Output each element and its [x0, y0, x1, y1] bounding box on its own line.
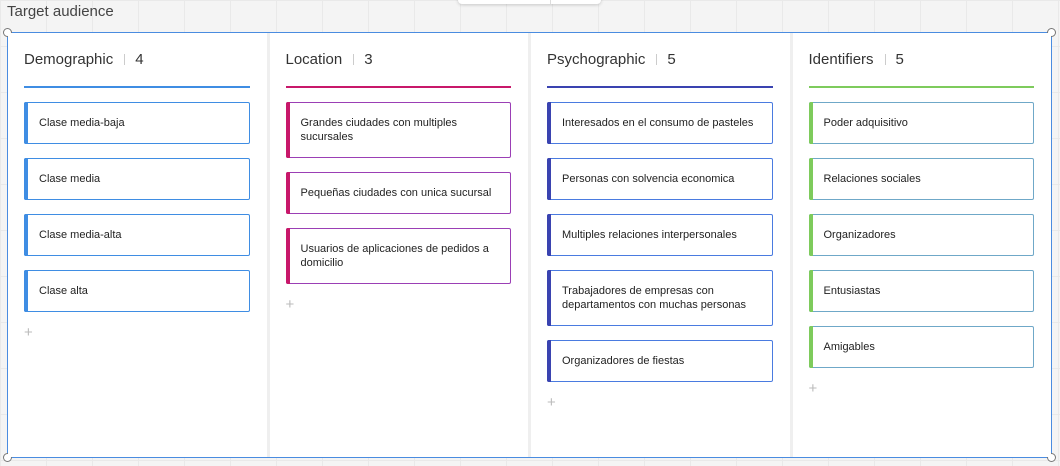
card-text: Amigables	[823, 341, 875, 353]
card-text: Relaciones sociales	[823, 173, 921, 185]
card[interactable]: Amigables	[808, 326, 1034, 368]
card[interactable]: Multiples relaciones interpersonales	[547, 214, 773, 256]
card-color-bar	[285, 102, 290, 158]
card-color-bar	[547, 158, 551, 200]
card-text: Poder adquisitivo	[823, 117, 908, 129]
column-title: Psychographic	[547, 51, 646, 68]
card-text: Usuarios de aplicaciones de pedidos a do…	[300, 243, 489, 269]
column-header[interactable]: Location 3	[285, 33, 511, 88]
top-toolbar[interactable]	[458, 0, 601, 4]
column-header[interactable]: Demographic 4	[24, 33, 250, 88]
column-card-count: 5	[895, 51, 904, 68]
card-text: Trabajadores de empresas con departament…	[562, 285, 747, 311]
column-card-count: 3	[364, 51, 373, 68]
card-color-bar	[547, 214, 551, 256]
column-header[interactable]: Psychographic 5	[547, 33, 773, 88]
header-divider	[353, 54, 355, 65]
card-text: Clase media	[39, 173, 101, 185]
header-divider	[124, 54, 126, 65]
card[interactable]: Pequeñas ciudades con unica sucursal	[285, 172, 511, 214]
add-card-icon[interactable]: +	[285, 296, 295, 313]
resize-handle-bottom-left[interactable]	[3, 453, 12, 462]
card-text: Grandes ciudades con multiples sucursale…	[300, 117, 458, 143]
card-color-bar	[547, 270, 551, 326]
card[interactable]: Clase media	[24, 158, 250, 200]
card-text: Clase media-baja	[39, 117, 125, 129]
card-color-bar	[285, 172, 290, 214]
card-text: Organizadores de fiestas	[562, 355, 685, 367]
add-card-icon[interactable]: +	[808, 380, 818, 397]
card[interactable]: Organizadores de fiestas	[547, 340, 773, 382]
card-color-bar	[24, 102, 28, 144]
card[interactable]: Usuarios de aplicaciones de pedidos a do…	[285, 228, 511, 284]
card-color-bar	[808, 102, 813, 144]
card[interactable]: Organizadores	[808, 214, 1034, 256]
card-color-bar	[808, 214, 813, 256]
column-title: Location	[285, 51, 343, 68]
board-title[interactable]: Target audience	[7, 3, 114, 20]
card-text: Entusiastas	[823, 285, 881, 297]
card-text: Organizadores	[823, 229, 896, 241]
card-color-bar	[808, 270, 813, 312]
column-card-count: 5	[667, 51, 676, 68]
card-color-bar	[808, 158, 813, 200]
card-color-bar	[808, 326, 813, 368]
card-list: Grandes ciudades con multiples sucursale…	[285, 102, 511, 313]
card-text: Interesados en el consumo de pasteles	[562, 117, 754, 129]
card-color-bar	[24, 270, 28, 312]
card[interactable]: Interesados en el consumo de pasteles	[547, 102, 773, 144]
card-color-bar	[547, 340, 551, 382]
card-color-bar	[24, 158, 28, 200]
card-color-bar	[547, 102, 551, 144]
card[interactable]: Grandes ciudades con multiples sucursale…	[285, 102, 511, 158]
card-text: Clase alta	[39, 285, 88, 297]
toolbar-divider	[550, 0, 551, 4]
card[interactable]: Entusiastas	[808, 270, 1034, 312]
card[interactable]: Clase media-baja	[24, 102, 250, 144]
resize-handle-bottom-right[interactable]	[1047, 453, 1056, 462]
card-text: Pequeñas ciudades con unica sucursal	[300, 187, 492, 199]
card-color-bar	[24, 214, 28, 256]
add-card-icon[interactable]: +	[24, 324, 33, 341]
card[interactable]: Clase media-alta	[24, 214, 250, 256]
column-title: Demographic	[24, 51, 114, 68]
card[interactable]: Clase alta	[24, 270, 250, 312]
card[interactable]: Relaciones sociales	[808, 158, 1034, 200]
column-card-count: 4	[135, 51, 144, 68]
column-title: Identifiers	[808, 51, 874, 68]
resize-handle-top-right[interactable]	[1047, 28, 1056, 37]
card[interactable]: Personas con solvencia economica	[547, 158, 773, 200]
add-card-icon[interactable]: +	[547, 394, 556, 411]
card[interactable]: Poder adquisitivo	[808, 102, 1034, 144]
card[interactable]: Trabajadores de empresas con departament…	[547, 270, 773, 326]
resize-handle-top-left[interactable]	[3, 28, 12, 37]
card-text: Clase media-alta	[39, 229, 122, 241]
card-text: Personas con solvencia economica	[562, 173, 735, 185]
card-color-bar	[285, 228, 290, 284]
column-header[interactable]: Identifiers 5	[808, 33, 1034, 88]
header-divider	[656, 54, 658, 65]
card-text: Multiples relaciones interpersonales	[562, 229, 737, 241]
header-divider	[884, 54, 886, 65]
